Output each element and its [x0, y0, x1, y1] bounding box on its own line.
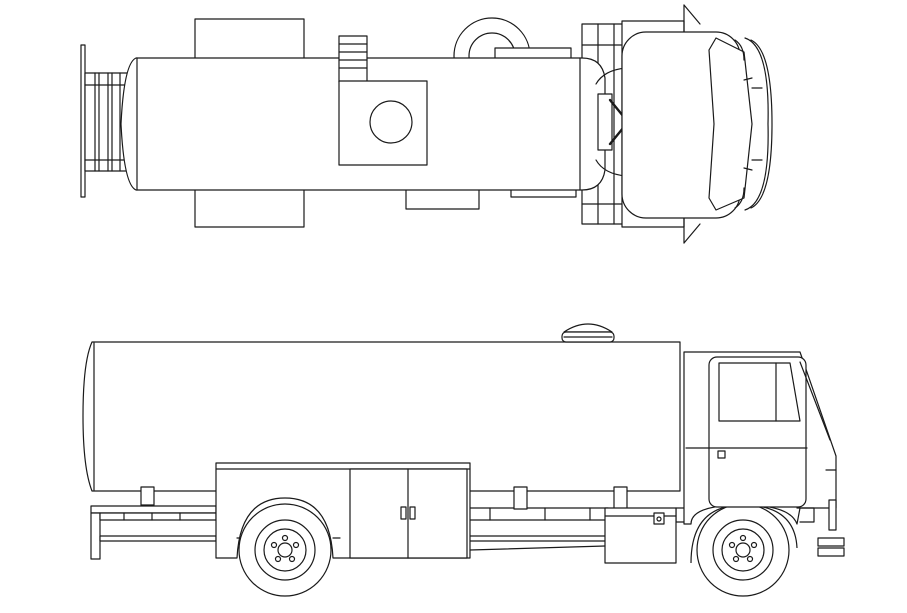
side-front-bumper — [818, 538, 844, 556]
top-rear-wheel-right — [195, 187, 304, 227]
side-tank-bracket — [614, 487, 627, 509]
side-tank-body — [83, 342, 680, 491]
side-hose — [470, 546, 605, 550]
side-tank-bracket — [514, 487, 527, 509]
side-toolbox — [605, 508, 676, 563]
top-manhole-hatch — [339, 36, 427, 165]
side-cab — [684, 352, 836, 530]
side-tank-bracket — [141, 487, 154, 505]
top-rear-wheel-left — [195, 19, 304, 59]
side-view — [83, 324, 844, 596]
top-view — [81, 5, 772, 243]
side-rear-wheel — [239, 504, 331, 596]
side-tank-dome — [562, 324, 614, 342]
side-cabinet-doors — [350, 469, 467, 558]
top-cab — [622, 5, 772, 243]
side-front-wheel — [691, 504, 797, 596]
